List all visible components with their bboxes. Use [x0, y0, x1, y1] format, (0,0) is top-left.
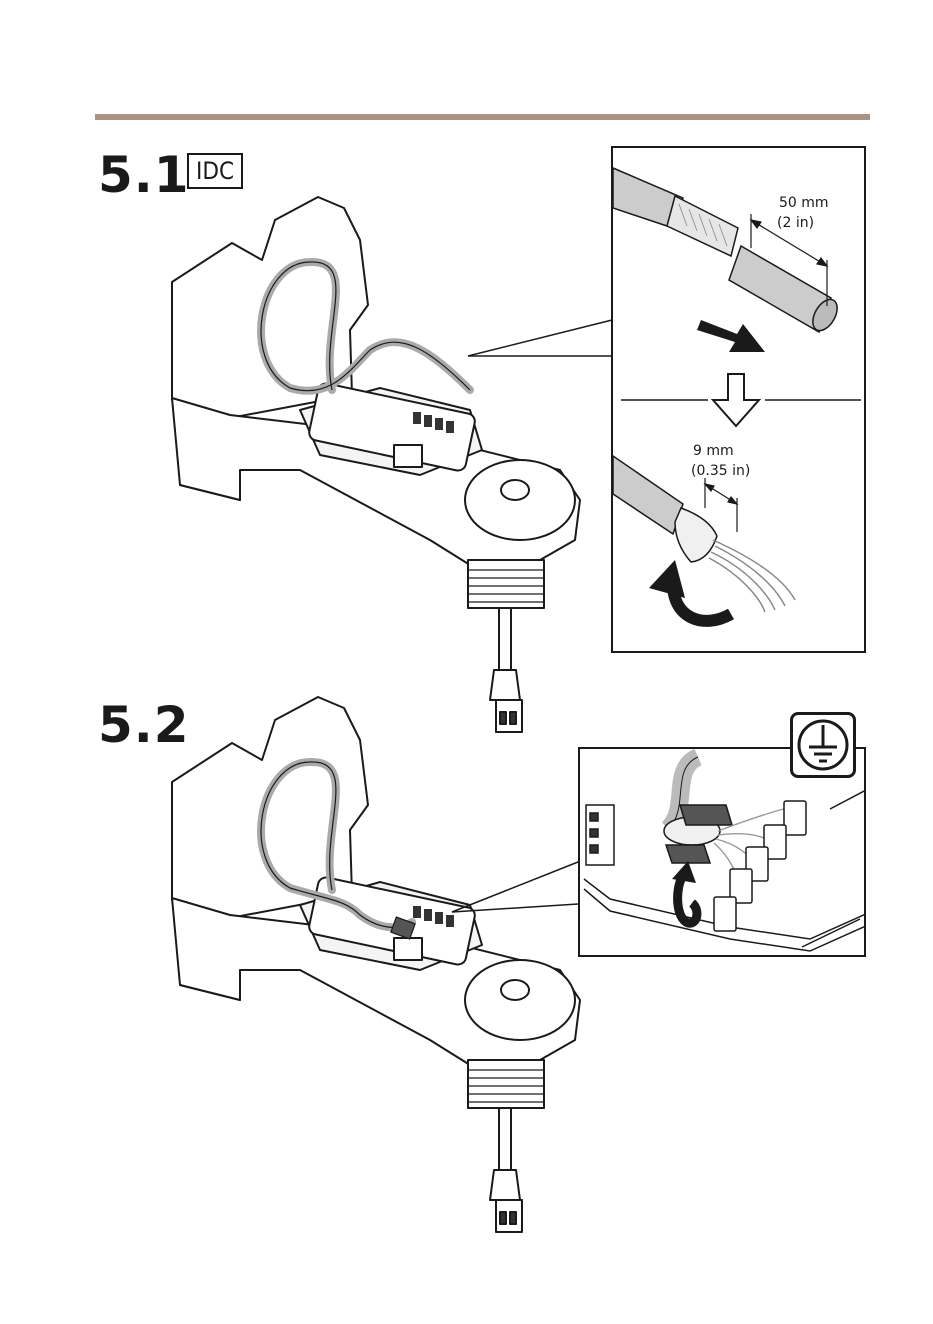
shield-clamp-diagram	[580, 749, 866, 957]
protective-earth-icon	[790, 712, 856, 778]
detail-frame-5-2	[578, 747, 866, 957]
rotate-arrow-icon	[672, 861, 697, 923]
